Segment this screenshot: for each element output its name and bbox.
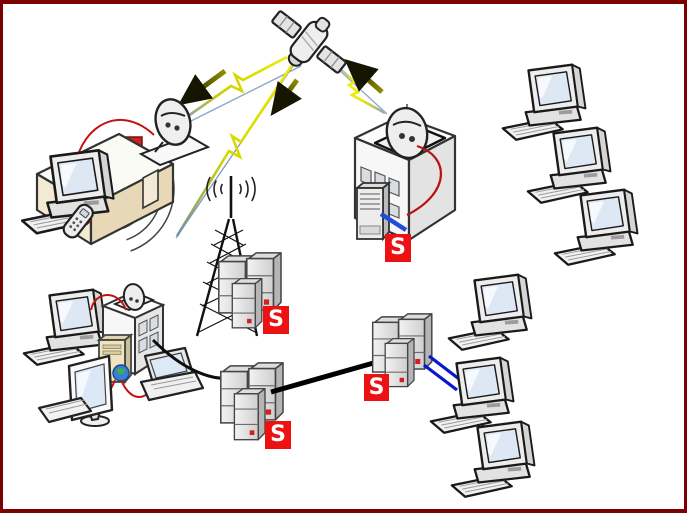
- keyboard-icon: [37, 396, 93, 424]
- uplink-arrow-station-icon: [344, 59, 384, 94]
- lightning-bolt-tower-icon: [175, 64, 294, 237]
- red-cable-pc-to-building: [90, 294, 127, 311]
- phone-icon: [62, 203, 94, 239]
- blue-cable-station: [379, 212, 408, 232]
- blue-link-2: [423, 363, 458, 392]
- red-cable-dish-to-server: [406, 144, 442, 216]
- soho-lan-group: [22, 283, 234, 427]
- client-lan-bottom-right: [429, 273, 536, 498]
- desktop-pc-icon: [553, 188, 639, 266]
- radio-tower-group: [195, 176, 282, 337]
- wireless-line-satellite-home: [182, 65, 302, 126]
- ground-station-group: [353, 104, 457, 242]
- laptop-icon: [139, 346, 205, 402]
- server-badge-central-cluster: S: [265, 421, 291, 449]
- lightning-bolt-home-icon: [180, 55, 288, 123]
- station-server-icon: [354, 181, 392, 242]
- downlink-arrow-home-icon: [177, 68, 227, 106]
- station-dish-icon: [385, 106, 429, 160]
- diagram-canvas: [20, 10, 639, 498]
- home-network-group: [20, 98, 211, 252]
- radio-waves-icon: [206, 176, 256, 202]
- server-icon: [384, 337, 415, 388]
- desktop-pc-icon: [450, 420, 536, 498]
- server-badge-tower-cluster: S: [263, 306, 289, 334]
- desktop-pc-icon: [501, 63, 587, 141]
- small-dish-icon: [122, 283, 146, 311]
- black-backbone-link: [270, 359, 378, 395]
- desktop-pc-icon: [526, 126, 612, 204]
- server-icon: [233, 388, 266, 441]
- server-icon: [231, 277, 263, 329]
- desktop-pc-icon: [429, 356, 515, 434]
- server-badge-right-cluster: S: [364, 374, 389, 401]
- desktop-pc-icon: [447, 273, 533, 351]
- home-dish-icon: [138, 98, 211, 167]
- server-badge-ground-station: S: [385, 234, 411, 262]
- satellite-links: [175, 55, 388, 239]
- downlink-arrow-tower-icon: [270, 78, 302, 117]
- satellite-icon: [271, 10, 347, 74]
- office-lan-top-right: [501, 63, 639, 266]
